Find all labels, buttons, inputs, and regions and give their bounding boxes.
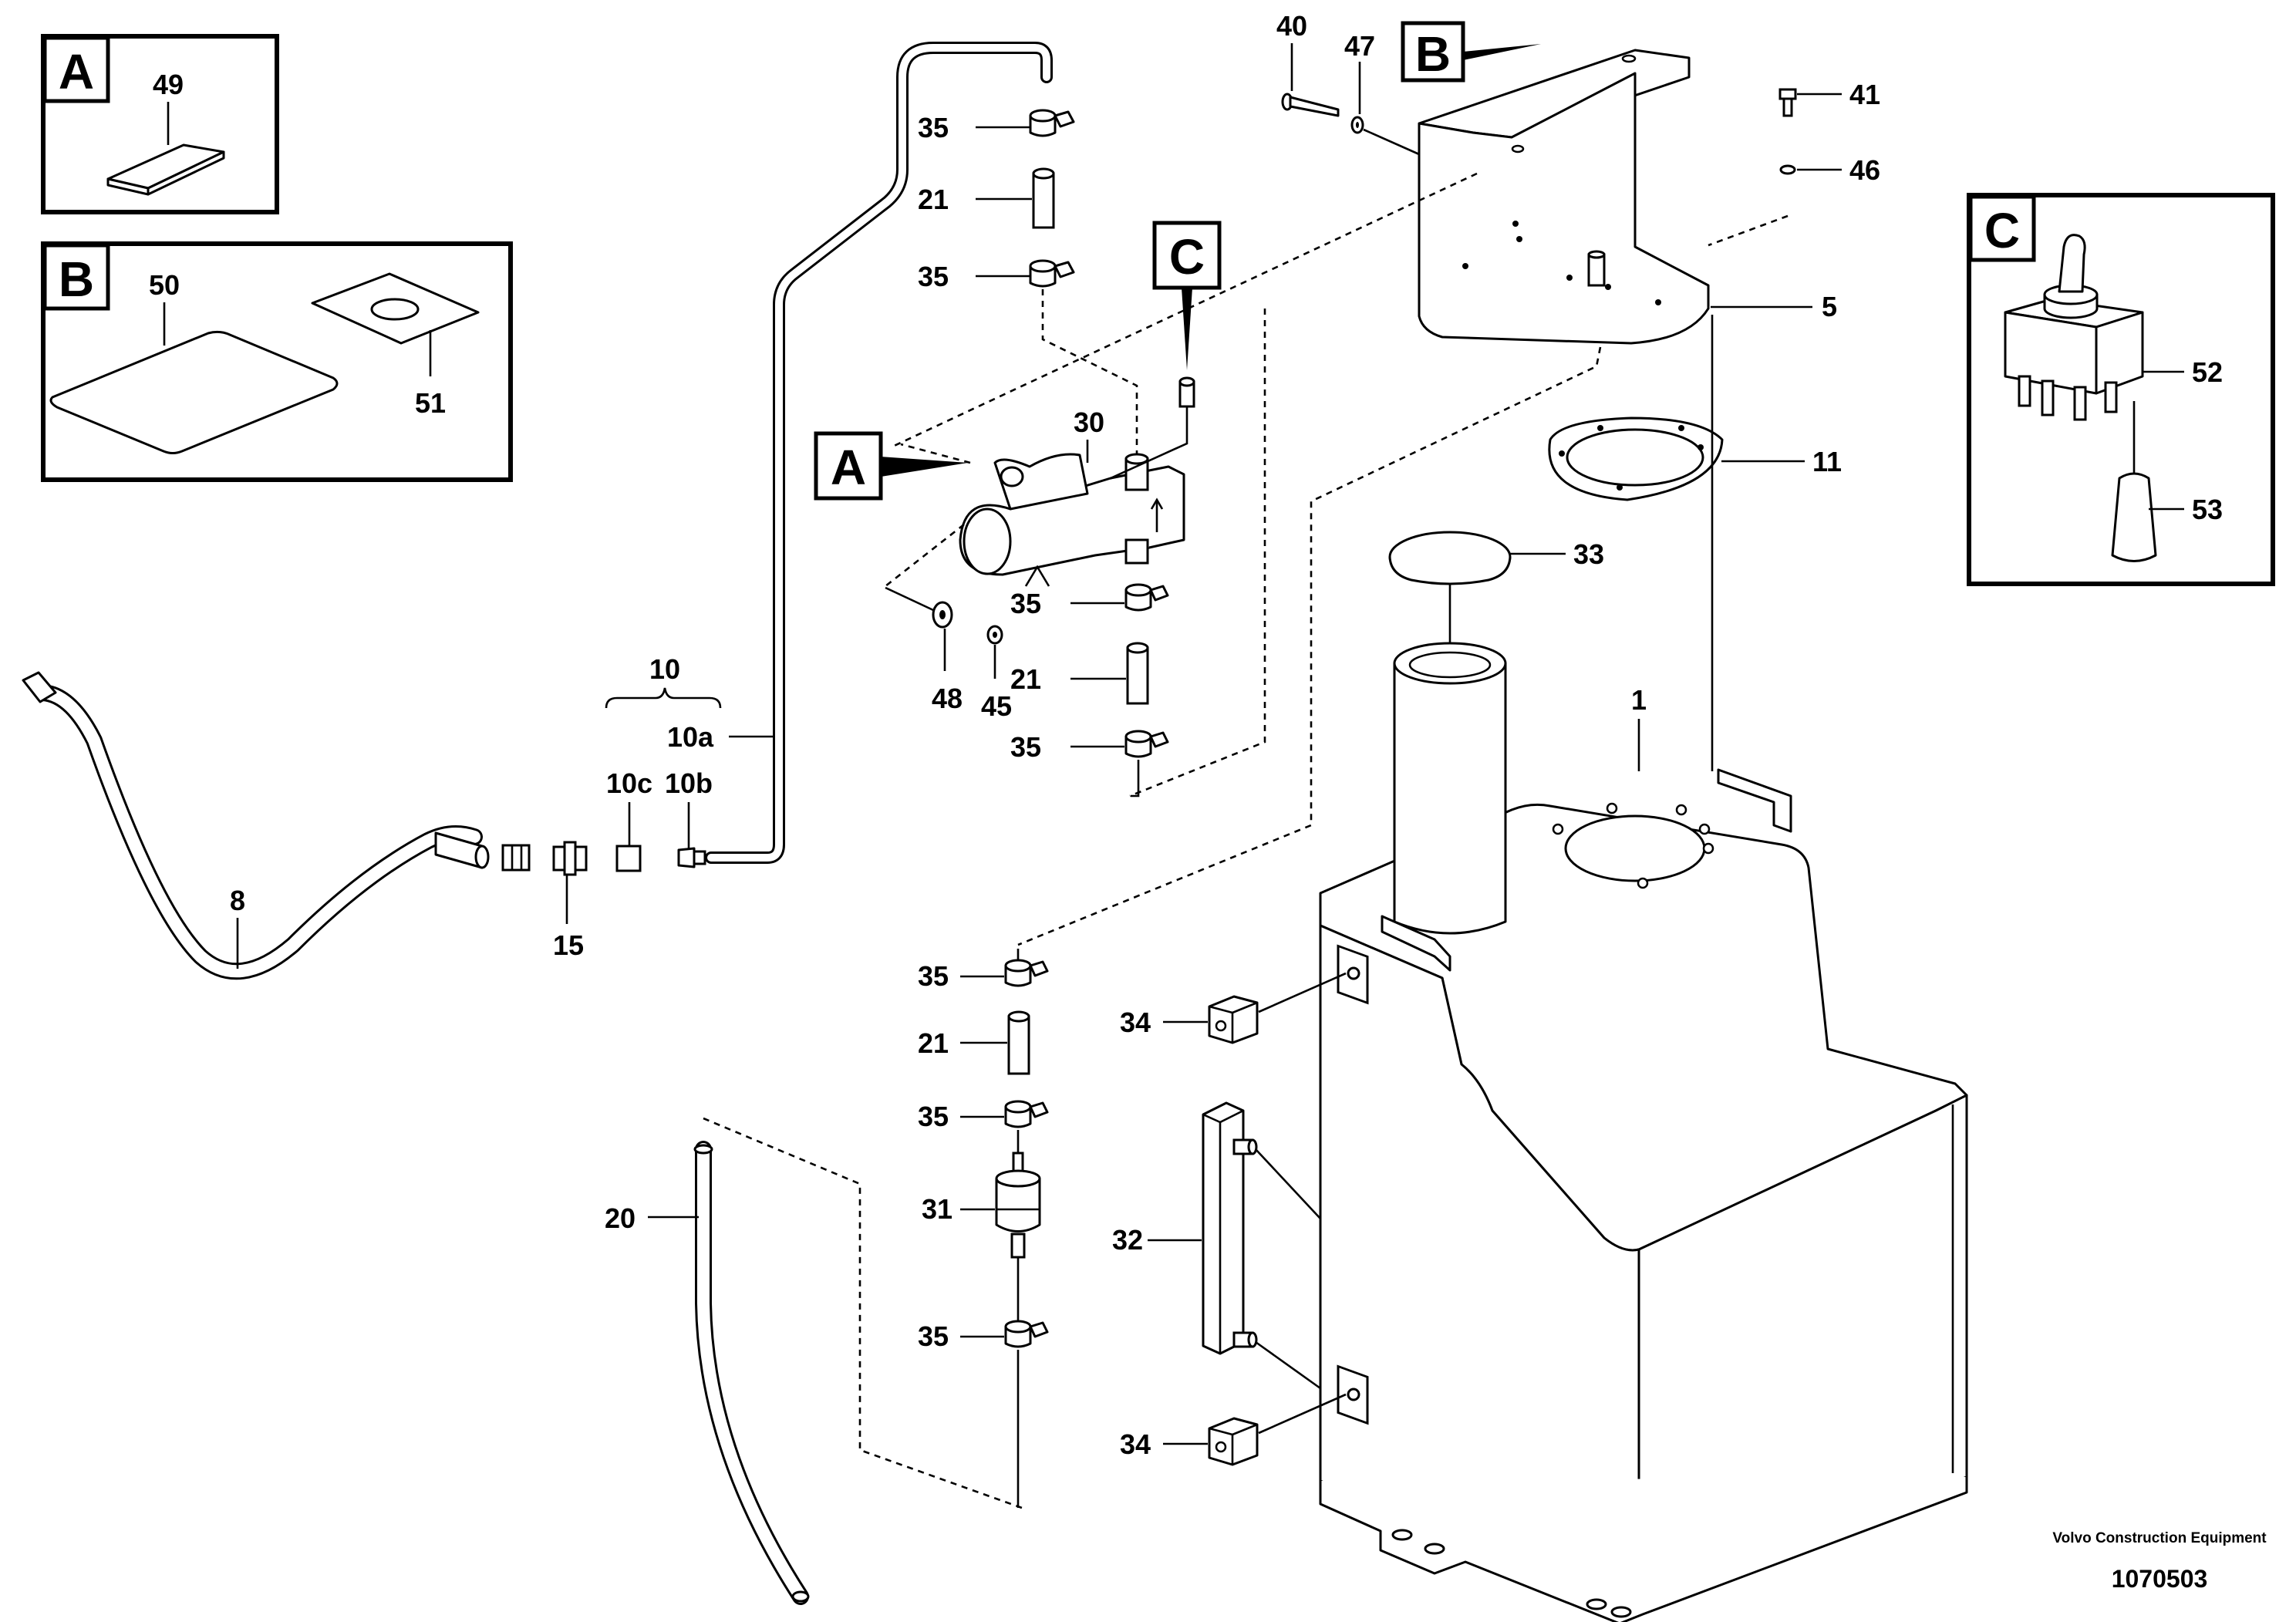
label-34-a: 34 [1120,1007,1151,1038]
label-35-a: 35 [918,112,949,143]
label-32: 32 [1112,1224,1143,1256]
label-10: 10 [649,653,680,685]
label-21-c: 21 [918,1027,949,1059]
manufacturer-text: Volvo Construction Equipment [2052,1530,2267,1546]
clamp-35-g [1004,1320,1049,1348]
label-50: 50 [149,269,180,301]
sleeve-21-b [1126,642,1149,705]
pump-30 [959,453,1185,587]
inset-b-letter: B [59,251,94,307]
label-52: 52 [2192,356,2223,388]
hose-end-fitting [22,671,490,869]
hose-8 [34,684,483,980]
label-20: 20 [605,1202,636,1234]
inset-a-letter: A [59,44,94,99]
label-40: 40 [1276,10,1307,42]
figure-id: 1070503 [2112,1565,2208,1593]
sight-glass-32 [1202,1101,1258,1355]
adapter-15 [552,841,588,876]
washer-47 [1350,116,1364,134]
sheet-50 [49,330,339,454]
label-15: 15 [553,929,584,961]
label-21-b: 21 [1010,663,1041,695]
label-34-b: 34 [1120,1428,1151,1460]
inset-c: C 52 53 [1967,193,2275,586]
label-46: 46 [1849,154,1880,186]
cap-33 [1388,531,1512,585]
washer-48 [932,601,953,629]
inset-a: A 49 [41,34,279,214]
label-1: 1 [1631,684,1647,716]
bolt-40 [1281,93,1340,117]
label-11: 11 [1812,446,1842,477]
fitting-10b [677,847,706,868]
label-47: 47 [1344,30,1375,62]
brace-10 [605,687,722,709]
label-31: 31 [922,1193,952,1225]
label-35-e: 35 [918,960,949,992]
sleeve-21-c [1007,1010,1030,1075]
label-53: 53 [2192,494,2223,525]
toggle-switch-52 [2004,234,2144,421]
label-10c: 10c [606,767,652,799]
inset-b: B 50 51 [41,241,513,482]
label-41: 41 [1849,79,1880,110]
label-51: 51 [415,387,446,419]
nut-fitting [501,844,531,872]
clamp-35-f [1004,1100,1049,1128]
label-35-g: 35 [918,1320,949,1352]
sensor-plug [1178,376,1195,408]
label-48: 48 [932,683,963,714]
washer-46 [1779,164,1796,175]
sleeve-21-a [1032,167,1055,229]
filler-neck [1381,642,1507,972]
label-21-a: 21 [918,184,949,215]
clamp-35-a [1029,109,1075,137]
filter-31 [995,1152,1041,1259]
fitting-10c [615,845,642,872]
clamp-35-d [1124,730,1169,758]
callout-c-letter: C [1169,229,1205,285]
label-35-d: 35 [1010,731,1041,763]
block-34-a [1208,995,1259,1044]
clamp-35-e [1004,959,1049,987]
clamp-35-c [1124,583,1169,612]
clamp-35-b [1029,259,1075,288]
label-5: 5 [1822,291,1837,322]
label-10a: 10a [667,721,714,753]
label-45: 45 [981,690,1012,722]
screw-41 [1778,88,1797,117]
label-30: 30 [1074,406,1104,438]
callout-a-letter: A [831,440,866,495]
label-10b: 10b [665,767,713,799]
label-8: 8 [230,885,245,916]
label-35-c: 35 [1010,588,1041,619]
gasket-11 [1548,416,1724,501]
hose-20 [695,1141,809,1605]
label-49: 49 [153,69,184,100]
inset-c-letter: C [1984,203,2020,258]
callout-b-letter: B [1415,26,1451,82]
block-34-b [1208,1417,1259,1466]
nut-45 [986,625,1003,645]
label-33: 33 [1573,538,1604,570]
label-35-f: 35 [918,1101,949,1132]
knob-53 [2111,472,2157,562]
label-35-b: 35 [918,261,949,292]
bracket-5 [1418,49,1710,345]
